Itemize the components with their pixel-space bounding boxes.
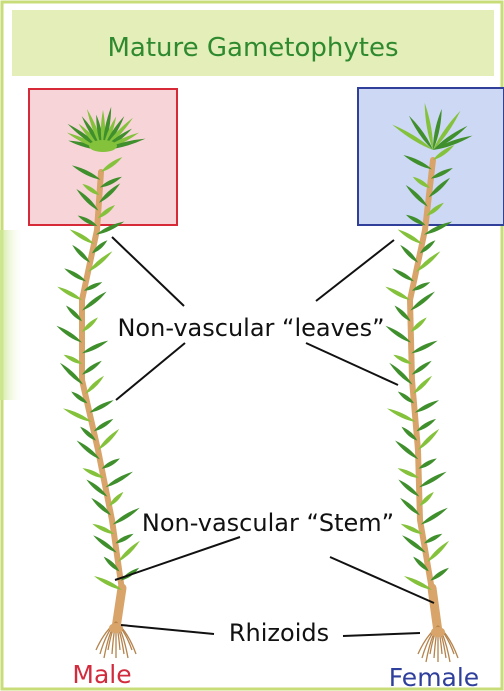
female-highlight-box bbox=[358, 88, 504, 225]
caption-male: Male bbox=[72, 660, 131, 689]
rhizoid-base bbox=[109, 623, 123, 633]
antheridial-cup bbox=[89, 140, 117, 152]
label-stem: Non-vascular “Stem” bbox=[142, 509, 394, 537]
stem-base bbox=[432, 588, 438, 632]
male-highlight-box bbox=[29, 89, 177, 225]
left-glow bbox=[0, 230, 24, 400]
label-leaves: Non-vascular “leaves” bbox=[117, 314, 384, 342]
label-rhizoids: Rhizoids bbox=[229, 619, 329, 647]
caption-female: Female bbox=[389, 663, 479, 691]
diagram-title: Mature Gametophytes bbox=[107, 33, 398, 63]
rhizoid-base bbox=[431, 627, 445, 637]
